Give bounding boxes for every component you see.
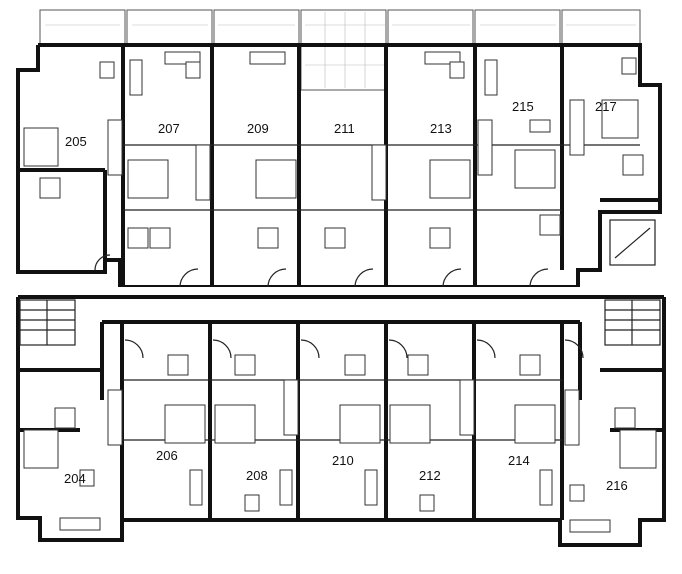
dining-table-icon — [79, 57, 637, 512]
unit-label: 215 — [512, 99, 534, 114]
unit-label: 217 — [595, 99, 617, 114]
unit-label: 204 — [64, 471, 86, 486]
unit-label: 212 — [419, 468, 441, 483]
kitchen-icon — [107, 99, 585, 446]
unit-label: 210 — [332, 453, 354, 468]
unit-label: 207 — [158, 121, 180, 136]
door-swing-icon — [94, 254, 584, 359]
stair-icon — [19, 219, 661, 346]
bathroom-icon — [39, 154, 644, 429]
unit-labels-top: 205 207 209 211 213 215 217 — [65, 99, 617, 149]
unit-label: 209 — [247, 121, 269, 136]
bed-icon — [23, 99, 657, 469]
unit-label: 214 — [508, 453, 530, 468]
corridor — [18, 287, 663, 297]
bottom-row-walls — [16, 295, 666, 547]
unit-label: 216 — [606, 478, 628, 493]
sofa-icon — [59, 51, 611, 533]
unit-label: 213 — [430, 121, 452, 136]
unit-labels-bottom: 204 206 208 210 212 214 216 — [64, 448, 628, 493]
unit-label: 205 — [65, 134, 87, 149]
unit-label: 206 — [156, 448, 178, 463]
unit-label: 211 — [334, 121, 355, 136]
unit-label: 208 — [246, 468, 268, 483]
